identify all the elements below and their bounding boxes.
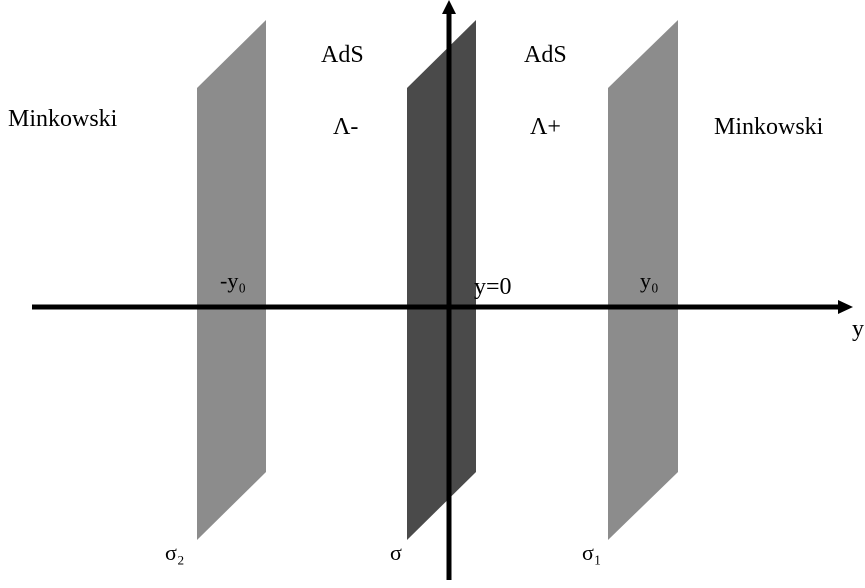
y0-label: y₀ xyxy=(640,268,659,293)
vertical-axis-arrowhead xyxy=(442,0,456,14)
left-ads-label: AdS xyxy=(321,42,364,68)
right-lambda-label: Λ+ xyxy=(530,114,561,140)
left-brane xyxy=(197,20,266,540)
neg-y0-label: -y₀ xyxy=(220,268,246,293)
right-minkowski-label: Minkowski xyxy=(714,114,824,140)
right-brane xyxy=(608,20,678,540)
left-minkowski-label: Minkowski xyxy=(8,106,118,132)
sigma2-label: σ₂ xyxy=(165,540,185,565)
y-axis-label: y xyxy=(852,316,864,342)
right-ads-label: AdS xyxy=(524,42,567,68)
sigma1-label: σ₁ xyxy=(582,540,602,565)
y-zero-label: y=0 xyxy=(474,274,512,300)
left-lambda-label: Λ- xyxy=(333,114,358,140)
y-axis-arrowhead xyxy=(838,300,853,314)
center-brane xyxy=(407,20,476,540)
sigma-label: σ xyxy=(390,540,402,565)
